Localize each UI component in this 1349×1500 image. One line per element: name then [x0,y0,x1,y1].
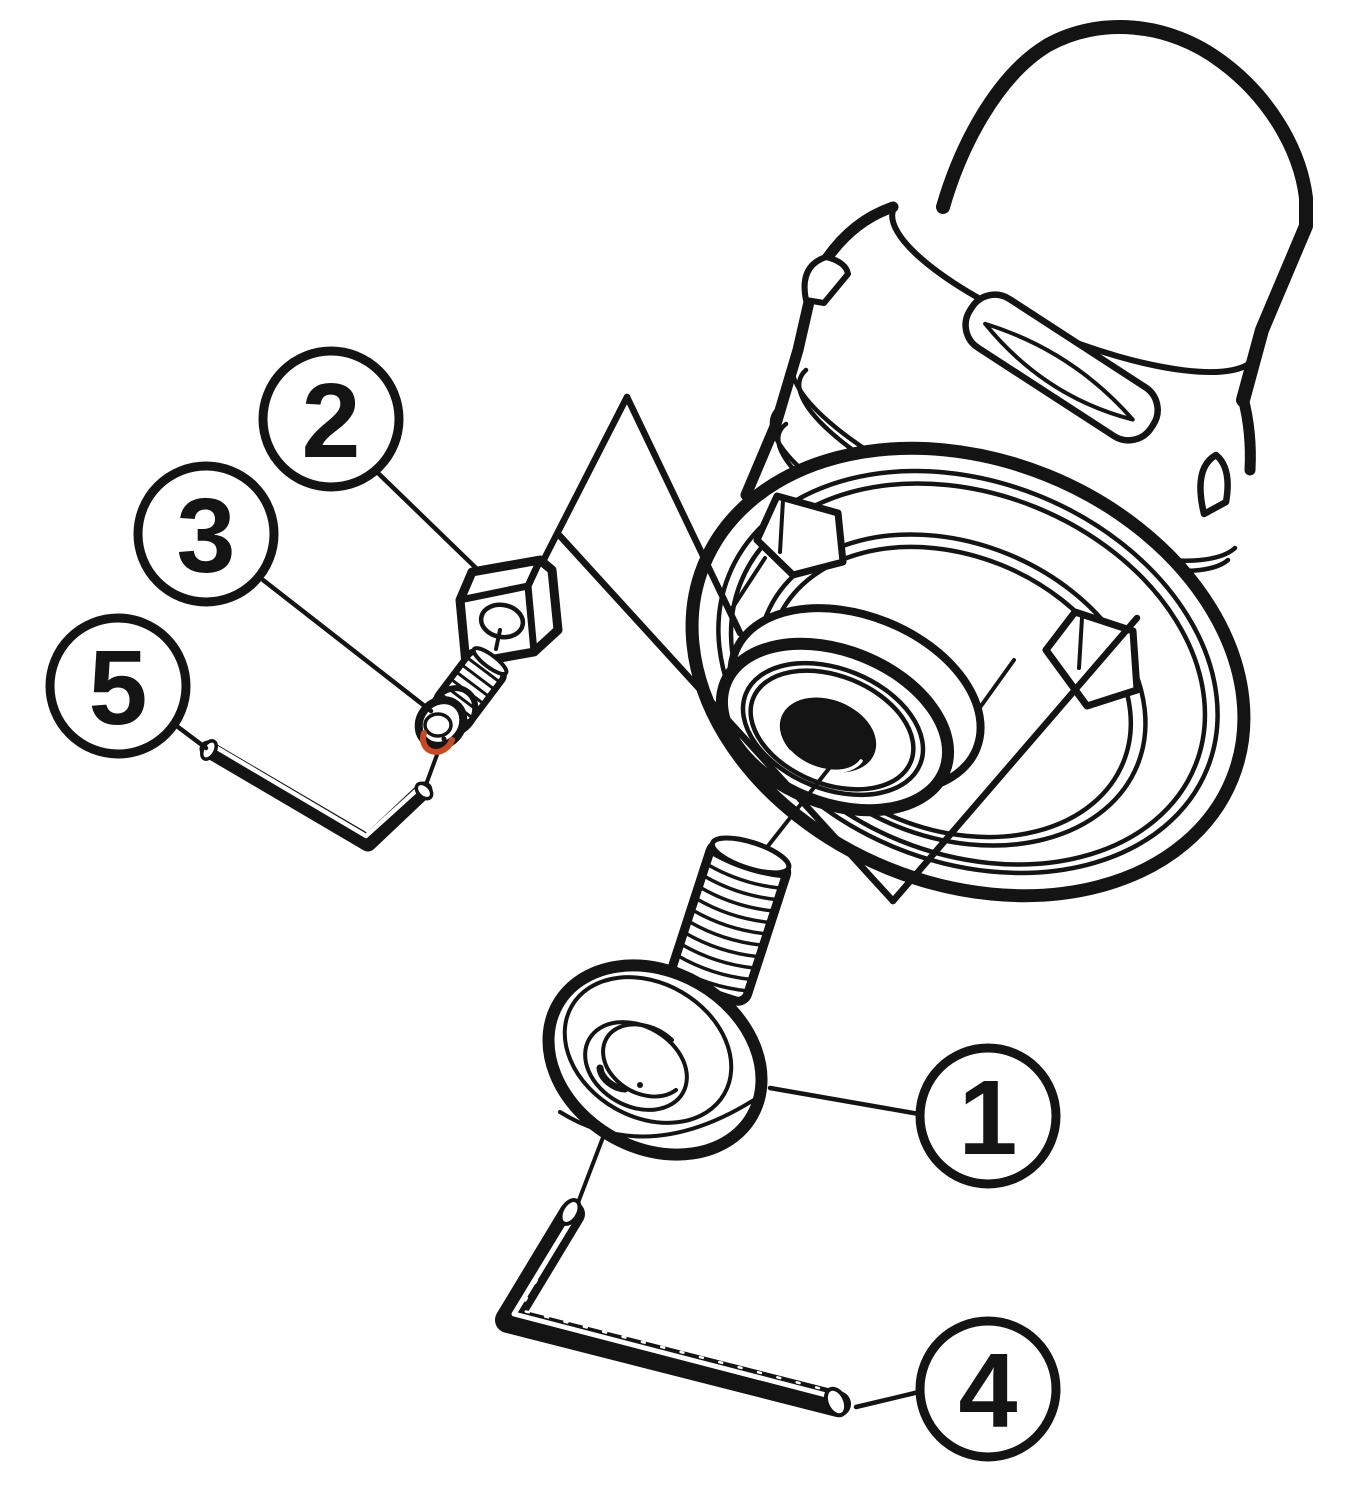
rim-tab [1197,451,1231,518]
balloon-2-label: 2 [302,362,361,480]
balloon-1: 1 [915,1043,1061,1189]
leader-balloon-3 [260,577,434,714]
body-dome-outline [936,20,1313,407]
leader-balloon-1 [767,1085,922,1117]
leader-balloon-2 [376,471,480,572]
leader-balloon-4 [853,1389,922,1410]
leader-balloon-5 [171,721,209,751]
part-hex-key-small [199,739,434,852]
balloon-4: 4 [915,1316,1061,1462]
balloon-4-label: 4 [959,1332,1018,1450]
face-ring-1 [716,468,1220,876]
balloon-3: 3 [133,461,279,607]
seal-ring-orange [419,730,455,755]
part-set-screw [414,646,509,755]
collar-notch [801,254,851,306]
center-bore [779,697,877,773]
balloon-5-label: 5 [89,629,148,747]
leader-lines [171,471,922,1410]
body-right-silhouette [1237,392,1256,476]
balloon-1-label: 1 [959,1059,1018,1177]
balloon-3-label: 3 [177,477,236,595]
balloon-5: 5 [45,613,191,759]
part-hex-key-large [495,1198,851,1418]
part-clamp-block [455,555,563,669]
wedge-pointer-lines [534,393,1141,905]
face-lug-upper [731,492,847,609]
part-main-body [685,20,1313,903]
part-center-screw-washer [542,835,792,1161]
balloon-2: 2 [258,346,404,492]
collar-slot [962,291,1161,444]
face-ring-2 [728,481,1208,867]
